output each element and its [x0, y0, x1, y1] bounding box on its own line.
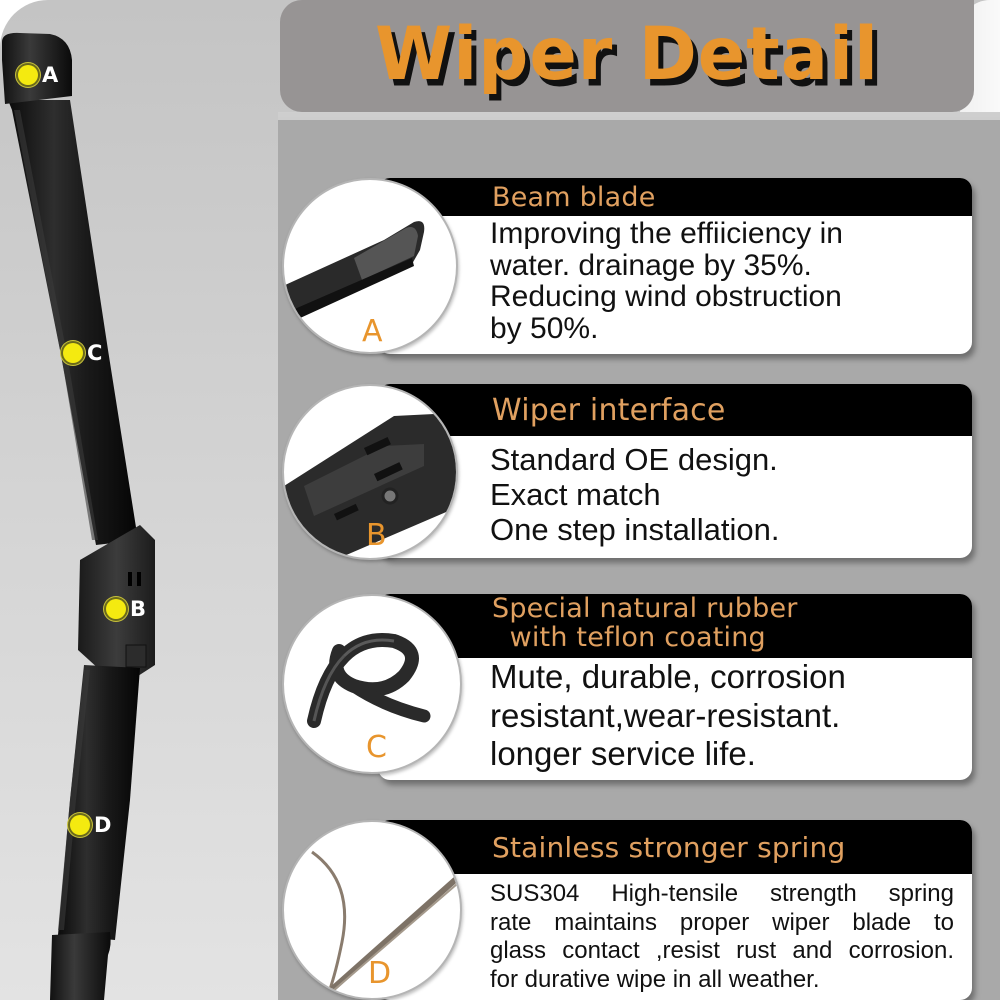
marker-label: A — [42, 63, 59, 87]
photo-letter: B — [366, 518, 387, 553]
marker-dot-icon — [63, 343, 83, 363]
description-line: by 50%. — [490, 311, 599, 345]
feature-card-header: Special natural rubber with teflon coati… — [378, 594, 972, 658]
blade-marker-b: B — [106, 597, 146, 621]
photo-letter: A — [362, 314, 383, 349]
beam-blade-end-image — [284, 221, 425, 326]
feature-card-wiper-interface: Wiper interface Standard OE design. Exac… — [282, 384, 972, 560]
feature-card-box: Stainless stronger spring SUS304 High-te… — [378, 820, 972, 1000]
feature-description: Standard OE design. Exact match One step… — [378, 436, 972, 547]
rubber-strip-image — [307, 633, 431, 728]
description-line: Improving the effiiciency in — [490, 217, 843, 250]
marker-dot-icon — [106, 599, 126, 619]
feature-card-box: Special natural rubber with teflon coati… — [378, 594, 972, 780]
description-line: Mute, durable, corrosion — [490, 658, 846, 695]
feature-card-header: Stainless stronger spring — [378, 820, 972, 874]
feature-card-header: Beam blade — [378, 178, 972, 216]
marker-label: C — [87, 341, 103, 365]
feature-card-header: Wiper interface — [378, 384, 972, 436]
description-line: glass contact ,resist rust and corrosion… — [490, 937, 954, 964]
description-line: One step installation. — [490, 512, 780, 547]
feature-title: Stainless stronger spring — [492, 830, 846, 864]
description-line: water. drainage by 35%. — [490, 248, 812, 282]
feature-title: Wiper interface — [492, 392, 726, 428]
description-line: Standard OE design. — [490, 442, 778, 477]
feature-title: Special natural rubber with teflon coati… — [492, 594, 798, 653]
wiper-blade-illustration: A C B D — [0, 0, 280, 1000]
marker-label: B — [130, 597, 147, 621]
feature-description: Mute, durable, corrosion resistant,wear-… — [378, 658, 972, 774]
spring-steel-image — [311, 850, 460, 995]
title-banner: Wiper Detail — [280, 0, 974, 112]
feature-card-natural-rubber: Special natural rubber with teflon coati… — [282, 594, 972, 780]
description-line: SUS304 High-tensile strength spring — [490, 880, 954, 907]
wiper-adapter-image — [284, 414, 456, 556]
feature-description: Improving the effiiciency in water. drai… — [378, 216, 972, 344]
description-line: resistant,wear-resistant. — [490, 696, 841, 734]
photo-letter: C — [366, 730, 387, 765]
marker-label: D — [94, 813, 112, 837]
description-line: rate maintains proper wiper blade to — [490, 908, 954, 936]
feature-card-stainless-spring: Stainless stronger spring SUS304 High-te… — [282, 820, 972, 1000]
wiper-blade-image — [2, 32, 155, 1000]
marker-dot-icon — [70, 815, 90, 835]
description-line: longer service life. — [490, 735, 756, 772]
rubber-strip-photo: C — [282, 594, 462, 774]
page-title: Wiper Detail — [375, 10, 879, 98]
blade-marker-a: A — [18, 63, 58, 87]
feature-card-beam-blade: Beam blade Improving the effiiciency in … — [282, 178, 972, 354]
blade-marker-d: D — [70, 813, 111, 837]
wiper-interface-photo: B — [282, 384, 458, 560]
description-line: Reducing wind obstruction — [490, 280, 842, 313]
beam-blade-photo: A — [282, 178, 458, 354]
feature-card-box: Wiper interface Standard OE design. Exac… — [378, 384, 972, 558]
blade-marker-c: C — [63, 341, 102, 365]
marker-dot-icon — [18, 65, 38, 85]
spring-photo: D — [282, 820, 462, 1000]
description-line: for durative wipe in all weather. — [490, 965, 820, 993]
photo-letter: D — [368, 956, 392, 991]
feature-description: SUS304 High-tensile strength spring rate… — [378, 874, 972, 994]
feature-card-box: Beam blade Improving the effiiciency in … — [378, 178, 972, 354]
description-line: Exact match — [490, 477, 661, 512]
feature-title: Beam blade — [492, 181, 656, 213]
